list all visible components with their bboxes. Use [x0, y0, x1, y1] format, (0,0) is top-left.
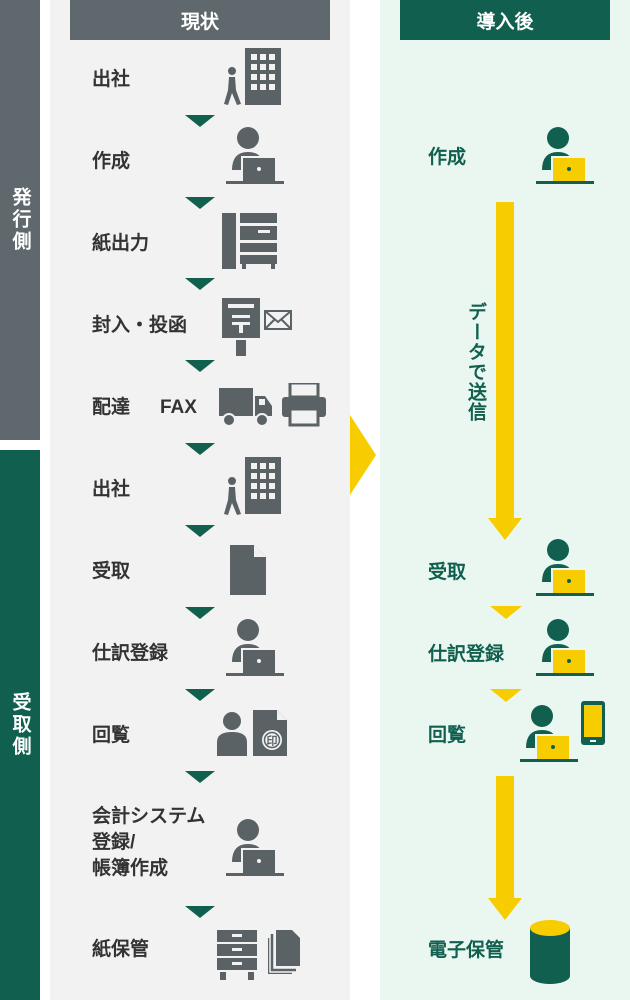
delivery-truck-icon — [219, 388, 272, 427]
current-step-6: 出社 — [92, 479, 131, 500]
after-step-3: 仕訳登録 — [428, 644, 505, 665]
current-step-4: 封入・投函 — [92, 315, 188, 336]
after-step-5: 電子保管 — [428, 940, 505, 961]
after-step-4: 回覧 — [428, 725, 467, 746]
flow-arrow-icon — [185, 278, 215, 290]
smartphone-icon — [581, 701, 605, 745]
flow-arrow-icon — [185, 771, 215, 783]
current-column-title: 現状 — [180, 11, 219, 33]
after-step-2: 受取 — [428, 562, 467, 583]
person-icon — [217, 712, 247, 756]
svg-text:印: 印 — [267, 735, 278, 748]
after-column-title: 導入後 — [476, 11, 534, 33]
transition-arrow-icon — [350, 415, 376, 495]
paper-stack-icon — [268, 930, 300, 974]
data-send-label: データで送信 — [465, 302, 486, 422]
flow-arrow-icon — [185, 607, 215, 619]
flow-arrow-icon — [185, 115, 215, 127]
walking-person-icon — [224, 477, 241, 515]
current-column — [50, 0, 350, 1000]
office-building-icon — [245, 457, 281, 514]
after-step-1: 作成 — [428, 147, 467, 168]
current-step-7: 受取 — [92, 561, 131, 582]
current-step-5-fax: FAX — [160, 397, 197, 418]
flow-arrow-icon — [185, 197, 215, 209]
current-column-header: 現状 — [70, 0, 330, 40]
flow-arrow-icon — [490, 689, 522, 702]
walking-person-icon — [224, 67, 241, 105]
after-column-header: 導入後 — [400, 0, 610, 40]
person-laptop-icon — [536, 619, 594, 676]
issuer-side-bar: 発行側 — [0, 0, 40, 440]
person-laptop-icon — [520, 705, 578, 762]
person-laptop-icon — [536, 539, 594, 596]
flow-arrow-icon — [490, 606, 522, 619]
current-step-2: 作成 — [92, 151, 131, 172]
person-laptop-icon — [226, 819, 284, 876]
current-step-8: 仕訳登録 — [92, 643, 169, 664]
flow-arrow-icon — [185, 906, 215, 918]
flow-arrow-icon — [185, 525, 215, 537]
flow-arrow-icon — [185, 443, 215, 455]
flow-arrow-icon — [185, 689, 215, 701]
current-step-10: 会計システム 登録/ 帳簿作成 — [92, 806, 206, 879]
current-step-3: 紙出力 — [92, 233, 150, 254]
current-step-11: 紙保管 — [92, 939, 150, 960]
data-send-arrow-icon — [488, 202, 522, 540]
person-laptop-icon — [226, 619, 284, 676]
copier-printer-icon — [222, 213, 277, 269]
issuer-side-label: 発行側 — [9, 187, 31, 253]
envelope-icon — [264, 310, 292, 330]
receiver-side-bar: 受取側 — [0, 450, 40, 1000]
person-laptop-icon — [536, 127, 594, 184]
current-step-9: 回覧 — [92, 725, 131, 746]
flow-arrow-icon — [185, 360, 215, 372]
document-icon — [230, 545, 266, 595]
fax-machine-icon — [282, 383, 326, 427]
seal-document-icon: 印 — [253, 710, 287, 756]
current-step-1: 出社 — [92, 69, 131, 90]
person-laptop-icon — [226, 127, 284, 184]
filing-cabinet-icon — [217, 930, 257, 980]
mailbox-icon — [222, 298, 260, 356]
database-icon — [530, 920, 570, 984]
storage-arrow-icon — [488, 776, 522, 920]
receiver-side-label: 受取側 — [9, 692, 31, 758]
current-step-5: 配達 — [92, 397, 131, 418]
office-building-icon — [245, 48, 281, 105]
